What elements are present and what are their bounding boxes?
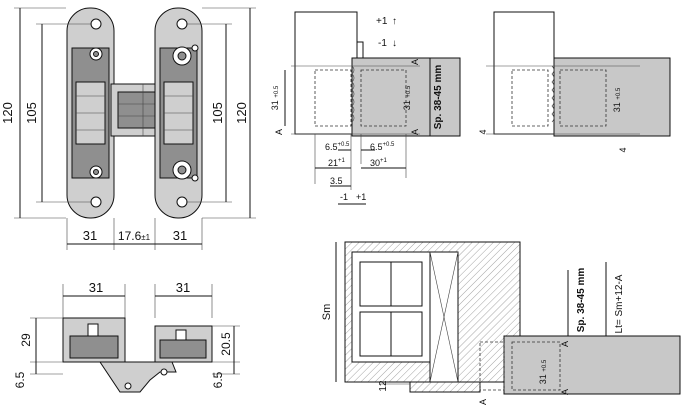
side-linkage-arm (99, 361, 177, 393)
s1-adjust-h-plus: +1 (356, 192, 366, 202)
s1-dim-31: 31 +0.5 (270, 85, 280, 110)
s1-dim-6-5-right: 6.5+0.5 (370, 142, 395, 152)
s2-dim-4-right: 4 (618, 147, 628, 152)
s1-adjust-minus: -1 (378, 38, 387, 49)
side-dim-29: 29 (19, 333, 33, 347)
s1-adjust-h-minus: -1 (340, 192, 348, 202)
s1-marker-a-top: A (410, 59, 420, 65)
dim-widths-bottom: 31 17.6±1 31 (66, 218, 203, 250)
s2-dim-31: 31 +0.5 (612, 87, 622, 112)
front-view: 120 105 105 120 31 17 (0, 7, 256, 250)
s1-adjust-plus: +1 (376, 16, 388, 27)
s3-dim-sm: Sm (321, 304, 333, 321)
side-dim-6-5-right: 6.5 (211, 371, 225, 388)
s3-dim-12: 12 (378, 380, 389, 392)
s3-thickness-label: Sp. 38-45 mm (576, 268, 587, 333)
dim-17-6: 17.6±1 (118, 229, 151, 243)
side-dim-31-right: 31 (176, 280, 190, 295)
s1-marker-a-left: A (274, 129, 284, 135)
section2-frame (493, 11, 555, 135)
side-dim-6-5-left: 6.5 (13, 371, 27, 388)
section2-door-leaf (553, 57, 671, 137)
side-dim-31-left: 31 (89, 280, 103, 295)
hinge-right-leaf (154, 7, 203, 219)
dim-31-left: 31 (83, 228, 97, 243)
s1-dim-21: 21+1 (328, 158, 346, 168)
s3-marker-a-top: A (560, 341, 570, 347)
section-detail-3: Sm Sp. 38-45 mm Lt= Sm+12-A A A A 31 +0.… (321, 241, 681, 405)
s1-thickness-label: Sp. 38-45 mm (433, 65, 444, 130)
s3-marker-a-left: A (478, 399, 488, 405)
dim-inner-height-right: 105 (186, 23, 232, 203)
section1-frame (294, 11, 358, 135)
s2-dim-4-left: 4 (478, 129, 488, 134)
side-view: 31 31 29 6.5 20.5 6.5 (13, 280, 240, 393)
dim-total-height-right: 120 (202, 7, 256, 219)
s1-marker-a-bottom: A (410, 129, 420, 135)
s1-dim-31-right: 31 +0.5 (402, 85, 412, 110)
section3-door-leaf (503, 335, 681, 395)
dim-inner-height-left: 105 (24, 23, 92, 203)
dim-120-left: 120 (0, 102, 15, 124)
s3-marker-a-bottom: A (560, 389, 570, 395)
side-dim-20-5: 20.5 (219, 332, 233, 356)
s1-dim-6-5-left: 6.5+0.5 (325, 142, 350, 152)
dim-105-left: 105 (24, 102, 39, 124)
section-detail-2: 31 +0.5 4 4 (478, 11, 671, 153)
hinge-left-leaf (66, 7, 115, 219)
dim-120-right: 120 (234, 102, 249, 124)
dim-total-height-left: 120 (0, 7, 66, 219)
svg-text:↑: ↑ (392, 16, 397, 27)
dim-31-right: 31 (173, 228, 187, 243)
section-detail-1: +1 ↑ -1 ↓ 31 +0.5 A 31 +0.5 A A Sp. 38-4… (270, 11, 461, 205)
s1-dim-3-5: 3.5 (330, 176, 343, 186)
svg-text:↓: ↓ (392, 38, 397, 49)
s3-formula: Lt= Sm+12-A (614, 274, 625, 333)
s1-dim-30: 30+1 (370, 158, 388, 168)
s3-dim-31: 31 +0.5 (538, 359, 548, 384)
dim-105-right: 105 (210, 102, 225, 124)
